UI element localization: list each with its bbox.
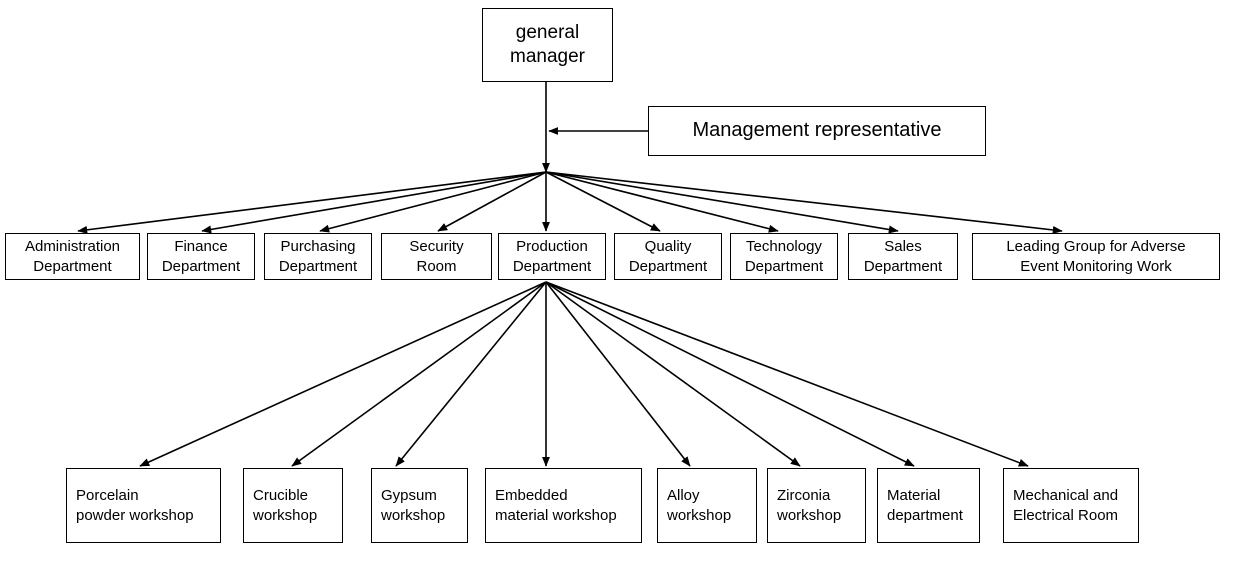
node-leading-group-adverse-event-monitoring-work[interactable]: Leading Group for Adverse Event Monitori… bbox=[972, 233, 1220, 280]
edge-hub-to-purchasing bbox=[319, 171, 547, 233]
node-sales-department[interactable]: Sales Department bbox=[848, 233, 958, 280]
node-technology-department[interactable]: Technology Department bbox=[730, 233, 838, 280]
edge-hub-to-finance bbox=[201, 171, 547, 234]
node-quality-department-label: Quality Department bbox=[628, 238, 708, 275]
node-general-manager-label: general manager bbox=[510, 21, 585, 67]
node-purchasing-department-label: Purchasing Department bbox=[278, 238, 358, 275]
node-material-department[interactable]: Material department bbox=[877, 468, 980, 543]
node-technology-department-label: Technology Department bbox=[744, 238, 824, 275]
node-production-department[interactable]: Production Department bbox=[498, 233, 606, 280]
node-purchasing-department[interactable]: Purchasing Department bbox=[264, 233, 372, 280]
node-management-representative-label: Management representative bbox=[692, 119, 942, 142]
edge-production-to-porcelain-powder-workshop bbox=[139, 281, 547, 467]
node-security-room[interactable]: Security Room bbox=[381, 233, 492, 280]
node-mechanical-and-electrical-room-label: Mechanical and Electrical Room bbox=[1013, 487, 1119, 524]
node-gypsum-workshop-label: Gypsum workshop bbox=[381, 487, 446, 524]
edge-hub-to-administration bbox=[77, 171, 547, 234]
node-material-department-label: Material department bbox=[887, 487, 963, 524]
node-zirconia-workshop[interactable]: Zirconia workshop bbox=[767, 468, 866, 543]
node-finance-department-label: Finance Department bbox=[161, 238, 241, 275]
node-embedded-material-workshop-label: Embedded material workshop bbox=[495, 487, 617, 524]
node-administration-department-label: Administration Department bbox=[24, 238, 121, 275]
node-leading-group-label: Leading Group for Adverse Event Monitori… bbox=[1006, 238, 1186, 275]
node-porcelain-powder-workshop[interactable]: Porcelain powder workshop bbox=[66, 468, 221, 543]
node-embedded-material-workshop[interactable]: Embedded material workshop bbox=[485, 468, 642, 543]
node-general-manager[interactable]: general manager bbox=[482, 8, 613, 82]
edge-hub-to-leading-group bbox=[545, 171, 1063, 234]
node-mechanical-and-electrical-room[interactable]: Mechanical and Electrical Room bbox=[1003, 468, 1139, 543]
node-finance-department[interactable]: Finance Department bbox=[147, 233, 255, 280]
edge-production-to-alloy-workshop bbox=[545, 281, 691, 467]
edge-hub-to-sales bbox=[545, 171, 899, 234]
node-zirconia-workshop-label: Zirconia workshop bbox=[777, 487, 842, 524]
edge-hub-to-security-room bbox=[437, 171, 547, 232]
node-administration-department[interactable]: Administration Department bbox=[5, 233, 140, 280]
node-porcelain-powder-workshop-label: Porcelain powder workshop bbox=[76, 487, 194, 524]
node-gypsum-workshop[interactable]: Gypsum workshop bbox=[371, 468, 468, 543]
edge-production-to-material-department bbox=[545, 281, 915, 467]
edge-production-to-mechanical-electrical-room bbox=[545, 281, 1029, 467]
node-production-department-label: Production Department bbox=[512, 238, 592, 275]
edge-production-to-crucible-workshop bbox=[291, 281, 547, 467]
edge-production-to-gypsum-workshop bbox=[395, 281, 547, 467]
node-management-representative[interactable]: Management representative bbox=[648, 106, 986, 156]
node-sales-department-label: Sales Department bbox=[863, 238, 943, 275]
node-quality-department[interactable]: Quality Department bbox=[614, 233, 722, 280]
edge-hub-to-quality bbox=[545, 171, 661, 232]
edge-hub-to-technology bbox=[545, 171, 779, 233]
edge-production-to-zirconia-workshop bbox=[545, 281, 801, 467]
node-alloy-workshop[interactable]: Alloy workshop bbox=[657, 468, 757, 543]
node-crucible-workshop[interactable]: Crucible workshop bbox=[243, 468, 343, 543]
node-security-room-label: Security Room bbox=[409, 238, 464, 275]
node-alloy-workshop-label: Alloy workshop bbox=[667, 487, 732, 524]
node-crucible-workshop-label: Crucible workshop bbox=[253, 487, 318, 524]
